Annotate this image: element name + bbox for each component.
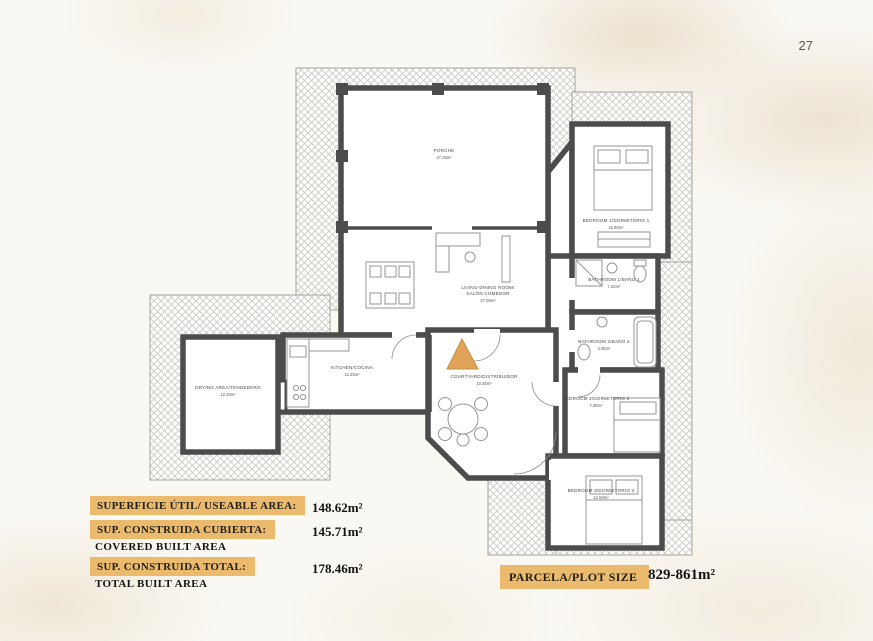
room-area-courtyard: 10.46m² — [476, 381, 492, 386]
furniture — [286, 145, 661, 545]
room-label-porch: PORCHE — [434, 148, 455, 153]
room-area-drying: 12.26m² — [220, 392, 236, 397]
useable-area-label: SUPERFICIE ÚTIL/ USEABLE AREA: — [90, 496, 306, 515]
room-label-drying: DRYING AREA/TENDEDERO — [195, 385, 261, 390]
room-label-living: LIVING-DINING ROOM/ — [461, 285, 515, 290]
plot-size-label: PARCELA/PLOT SIZE — [500, 565, 650, 589]
covered-built-value: 145.71m² — [312, 524, 363, 539]
entrance-arrow-icon — [446, 337, 479, 370]
useable-area-value: 148.62m² — [312, 500, 363, 515]
room-area-bedroom1: 15.80m² — [608, 225, 624, 230]
room-area-bedroom2: 7.30m² — [589, 403, 603, 408]
room-area-kitchen: 12.25m² — [344, 372, 360, 377]
total-built-sublabel: TOTAL BUILT AREA — [95, 578, 208, 590]
room-label-bedroom2: BEDROOM 2/DORMITORIO 2 — [563, 396, 630, 401]
page-number: 27 — [798, 38, 813, 53]
total-built-label: SUP. CONSTRUIDA TOTAL: — [90, 557, 255, 576]
room-area-porch: 27.25m² — [436, 155, 452, 160]
total-built-value: 178.46m² — [312, 561, 363, 576]
room-label-bathroom2: BATHROOM 2/BAÑO 2 — [578, 338, 630, 344]
room-label-bedroom1: BEDROOM 1/DORMITORIO 1 — [583, 218, 650, 223]
room-area-bedroom3: 12.50m² — [593, 495, 609, 500]
room-area-bathroom1: 7.22m² — [607, 284, 621, 289]
room-labels: PORCHE 27.25m² LIVING-DINING ROOM/ SALÓN… — [195, 148, 649, 500]
plot-size-value: 829-861m² — [648, 567, 715, 583]
room-label-bedroom3: BEDROOM 3/DORMITORIO 3 — [568, 488, 635, 493]
room-label-bathroom1: BATHROOM 1/BAÑO 1 — [588, 276, 640, 282]
room-area-living: 27.05m² — [480, 298, 496, 303]
room-label-living-2: SALÓN COMEDOR — [466, 290, 510, 296]
door-arcs — [391, 334, 601, 475]
room-label-courtyard: COURTYARD/DISTRIBUIDOR — [450, 374, 518, 379]
covered-built-label: SUP. CONSTRUIDA CUBIERTA: — [90, 520, 276, 539]
room-label-kitchen: KITCHEN/COCINA — [331, 365, 374, 370]
room-area-bathroom2: 4.05m² — [597, 346, 611, 351]
covered-built-sublabel: COVERED BUILT AREA — [95, 541, 227, 553]
